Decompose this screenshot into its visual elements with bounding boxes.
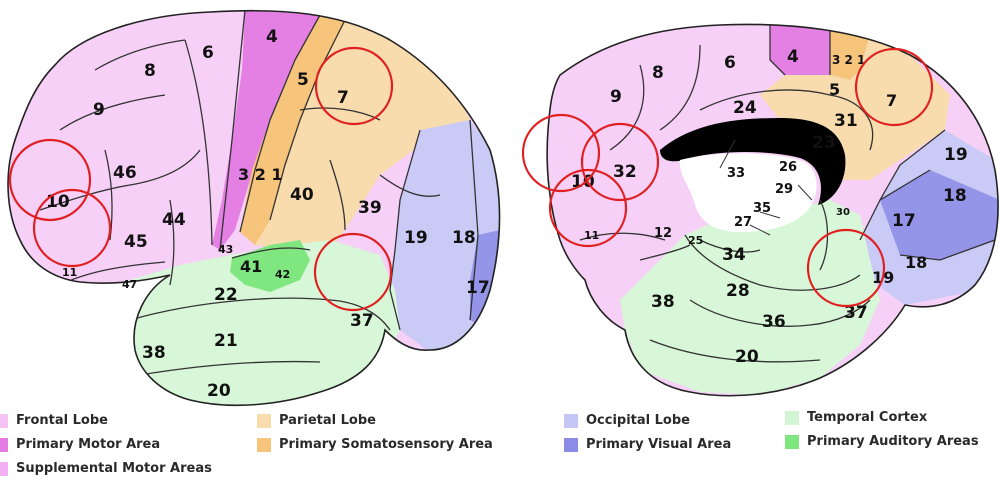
legend-label: Primary Motor Area	[16, 437, 160, 452]
area-label: 47	[122, 278, 137, 291]
legend-swatch	[0, 414, 8, 428]
area-label: 10	[46, 192, 70, 212]
area-label: 38	[651, 292, 675, 312]
area-label: 17	[466, 278, 490, 298]
legend-label: Primary Somatosensory Area	[279, 437, 493, 452]
area-label: 5	[297, 70, 309, 90]
area-label: 22	[214, 285, 238, 305]
area-label: 46	[113, 163, 137, 183]
legend-primary-auditory-areas: Primary Auditory Areas	[785, 434, 979, 449]
area-label: 33	[727, 166, 745, 181]
area-label: 26	[779, 160, 797, 175]
area-label: 37	[350, 311, 374, 331]
area-label: 3 2 1	[832, 53, 865, 67]
legend-primary-visual-area: Primary Visual Area	[564, 437, 731, 452]
legend-swatch	[564, 438, 578, 452]
area-label: 43	[218, 243, 233, 256]
area-label: 19	[404, 228, 428, 248]
area-label: 23	[812, 133, 836, 153]
area-label: 30	[836, 207, 850, 218]
area-label: 25	[688, 234, 703, 247]
legend-swatch	[785, 411, 799, 425]
legend-swatch	[0, 438, 8, 452]
legend-parietal-lobe: Parietal Lobe	[257, 413, 376, 428]
area-label: 4	[787, 47, 799, 67]
area-label: 35	[753, 201, 771, 216]
area-label: 17	[892, 211, 916, 231]
area-label: 27	[734, 215, 752, 230]
area-label: 18	[943, 186, 967, 206]
area-label: 18	[905, 253, 927, 272]
area-label: 29	[775, 182, 793, 197]
area-label: 8	[652, 63, 664, 83]
area-label: 39	[358, 198, 382, 218]
area-label: 5	[829, 80, 840, 99]
area-label: 9	[610, 87, 622, 107]
area-label: 11	[62, 266, 77, 279]
area-label: 44	[162, 210, 186, 230]
area-label: 36	[762, 312, 786, 332]
area-label: 3 2 1	[238, 165, 283, 184]
area-label: 20	[735, 347, 759, 367]
legend-swatch	[257, 414, 271, 428]
area-label: 4	[266, 27, 278, 47]
legend-label: Temporal Cortex	[807, 410, 927, 425]
legend-primary-motor-area: Primary Motor Area	[0, 437, 160, 452]
legend-temporal-cortex: Temporal Cortex	[785, 410, 927, 425]
area-label: 8	[144, 61, 156, 81]
area-label: 21	[214, 331, 238, 351]
area-label: 40	[290, 185, 314, 205]
area-label: 31	[834, 111, 858, 131]
area-label: 34	[722, 245, 746, 265]
legend-swatch	[785, 435, 799, 449]
area-label: 42	[275, 268, 290, 281]
legend-frontal-lobe: Frontal Lobe	[0, 413, 108, 428]
legend-label: Primary Visual Area	[586, 437, 731, 452]
area-label: 12	[654, 226, 672, 241]
area-label: 28	[726, 281, 750, 301]
area-label: 41	[240, 257, 262, 276]
area-label: 45	[124, 232, 148, 252]
legend-label: Primary Auditory Areas	[807, 434, 979, 449]
area-label: 9	[93, 100, 105, 120]
legend-label: Occipital Lobe	[586, 413, 690, 428]
legend-label: Frontal Lobe	[16, 413, 108, 428]
area-label: 32	[613, 162, 637, 182]
legend-swatch	[564, 414, 578, 428]
legend-label: Supplemental Motor Areas	[16, 461, 212, 476]
area-label: 20	[207, 381, 231, 401]
area-label: 7	[337, 88, 349, 108]
legend-label: Parietal Lobe	[279, 413, 376, 428]
area-label: 6	[202, 43, 214, 63]
area-label: 24	[733, 98, 757, 118]
medial-brain	[540, 0, 1007, 420]
area-label: 6	[724, 53, 736, 73]
legend-swatch	[257, 438, 271, 452]
area-label: 11	[584, 229, 599, 242]
legend-primary-somatosensory-area: Primary Somatosensory Area	[257, 437, 493, 452]
area-label: 38	[142, 343, 166, 363]
area-label: 18	[452, 228, 476, 248]
area-label: 7	[886, 91, 897, 110]
legend-swatch	[0, 462, 8, 476]
legend-supplemental-motor-areas: Supplemental Motor Areas	[0, 461, 212, 476]
area-label: 19	[944, 145, 968, 165]
legend-occipital-lobe: Occipital Lobe	[564, 413, 690, 428]
